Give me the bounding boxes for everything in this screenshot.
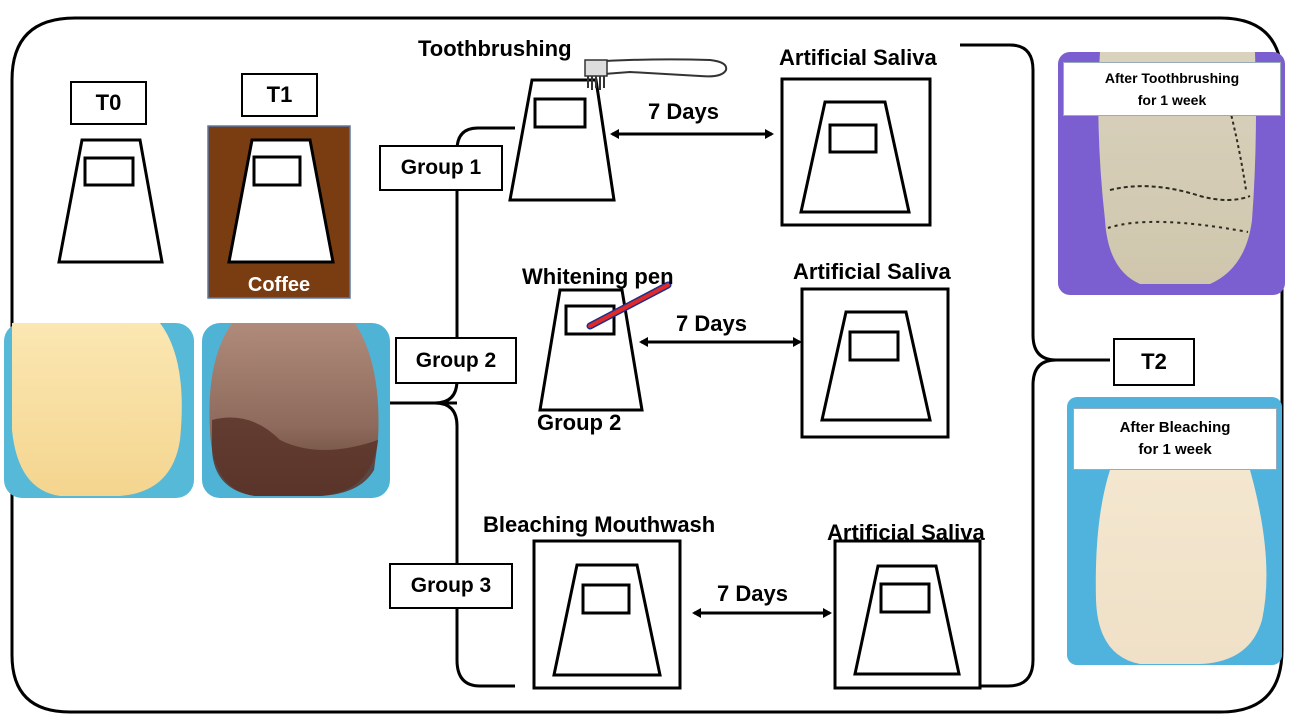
after-toothbrushing-line2: for 1 week bbox=[1138, 89, 1206, 111]
whitening-pen-label: Whitening pen bbox=[522, 264, 674, 290]
group-1-label: Group 1 bbox=[379, 145, 503, 191]
after-bleaching-caption: After Bleaching for 1 week bbox=[1073, 408, 1277, 470]
saliva-container bbox=[782, 79, 930, 225]
group-2-label: Group 2 bbox=[395, 337, 517, 384]
saliva-container bbox=[802, 289, 948, 437]
group-3-label: Group 3 bbox=[389, 563, 513, 609]
stained-tooth-photo bbox=[202, 323, 390, 498]
group-3-interval: 7 Days bbox=[717, 581, 788, 607]
after-bleaching-line1: After Bleaching bbox=[1120, 417, 1231, 439]
after-toothbrushing-line1: After Toothbrushing bbox=[1105, 67, 1239, 89]
group-1-interval: 7 Days bbox=[648, 99, 719, 125]
after-bleaching-line2: for 1 week bbox=[1138, 439, 1211, 461]
group-3-storage: Artificial Saliva bbox=[827, 520, 985, 546]
tooth-specimen-icon bbox=[510, 80, 614, 200]
t1-label: T1 bbox=[241, 73, 318, 117]
toothbrush-icon bbox=[585, 59, 726, 90]
group-1-storage: Artificial Saliva bbox=[779, 45, 937, 71]
t0-label: T0 bbox=[70, 81, 147, 125]
bleaching-mouthwash-label: Bleaching Mouthwash bbox=[483, 512, 715, 538]
baseline-tooth-photo bbox=[4, 323, 194, 498]
t2-label: T2 bbox=[1113, 338, 1195, 386]
after-toothbrushing-caption: After Toothbrushing for 1 week bbox=[1063, 62, 1281, 116]
group-2-storage: Artificial Saliva bbox=[793, 259, 951, 285]
mouthwash-container bbox=[534, 541, 680, 688]
tooth-specimen-icon bbox=[59, 140, 162, 262]
toothbrushing-label: Toothbrushing bbox=[418, 36, 572, 62]
saliva-container bbox=[835, 541, 980, 688]
group-2-sublabel: Group 2 bbox=[537, 410, 621, 436]
group-2-interval: 7 Days bbox=[676, 311, 747, 337]
coffee-label: Coffee bbox=[208, 274, 350, 297]
